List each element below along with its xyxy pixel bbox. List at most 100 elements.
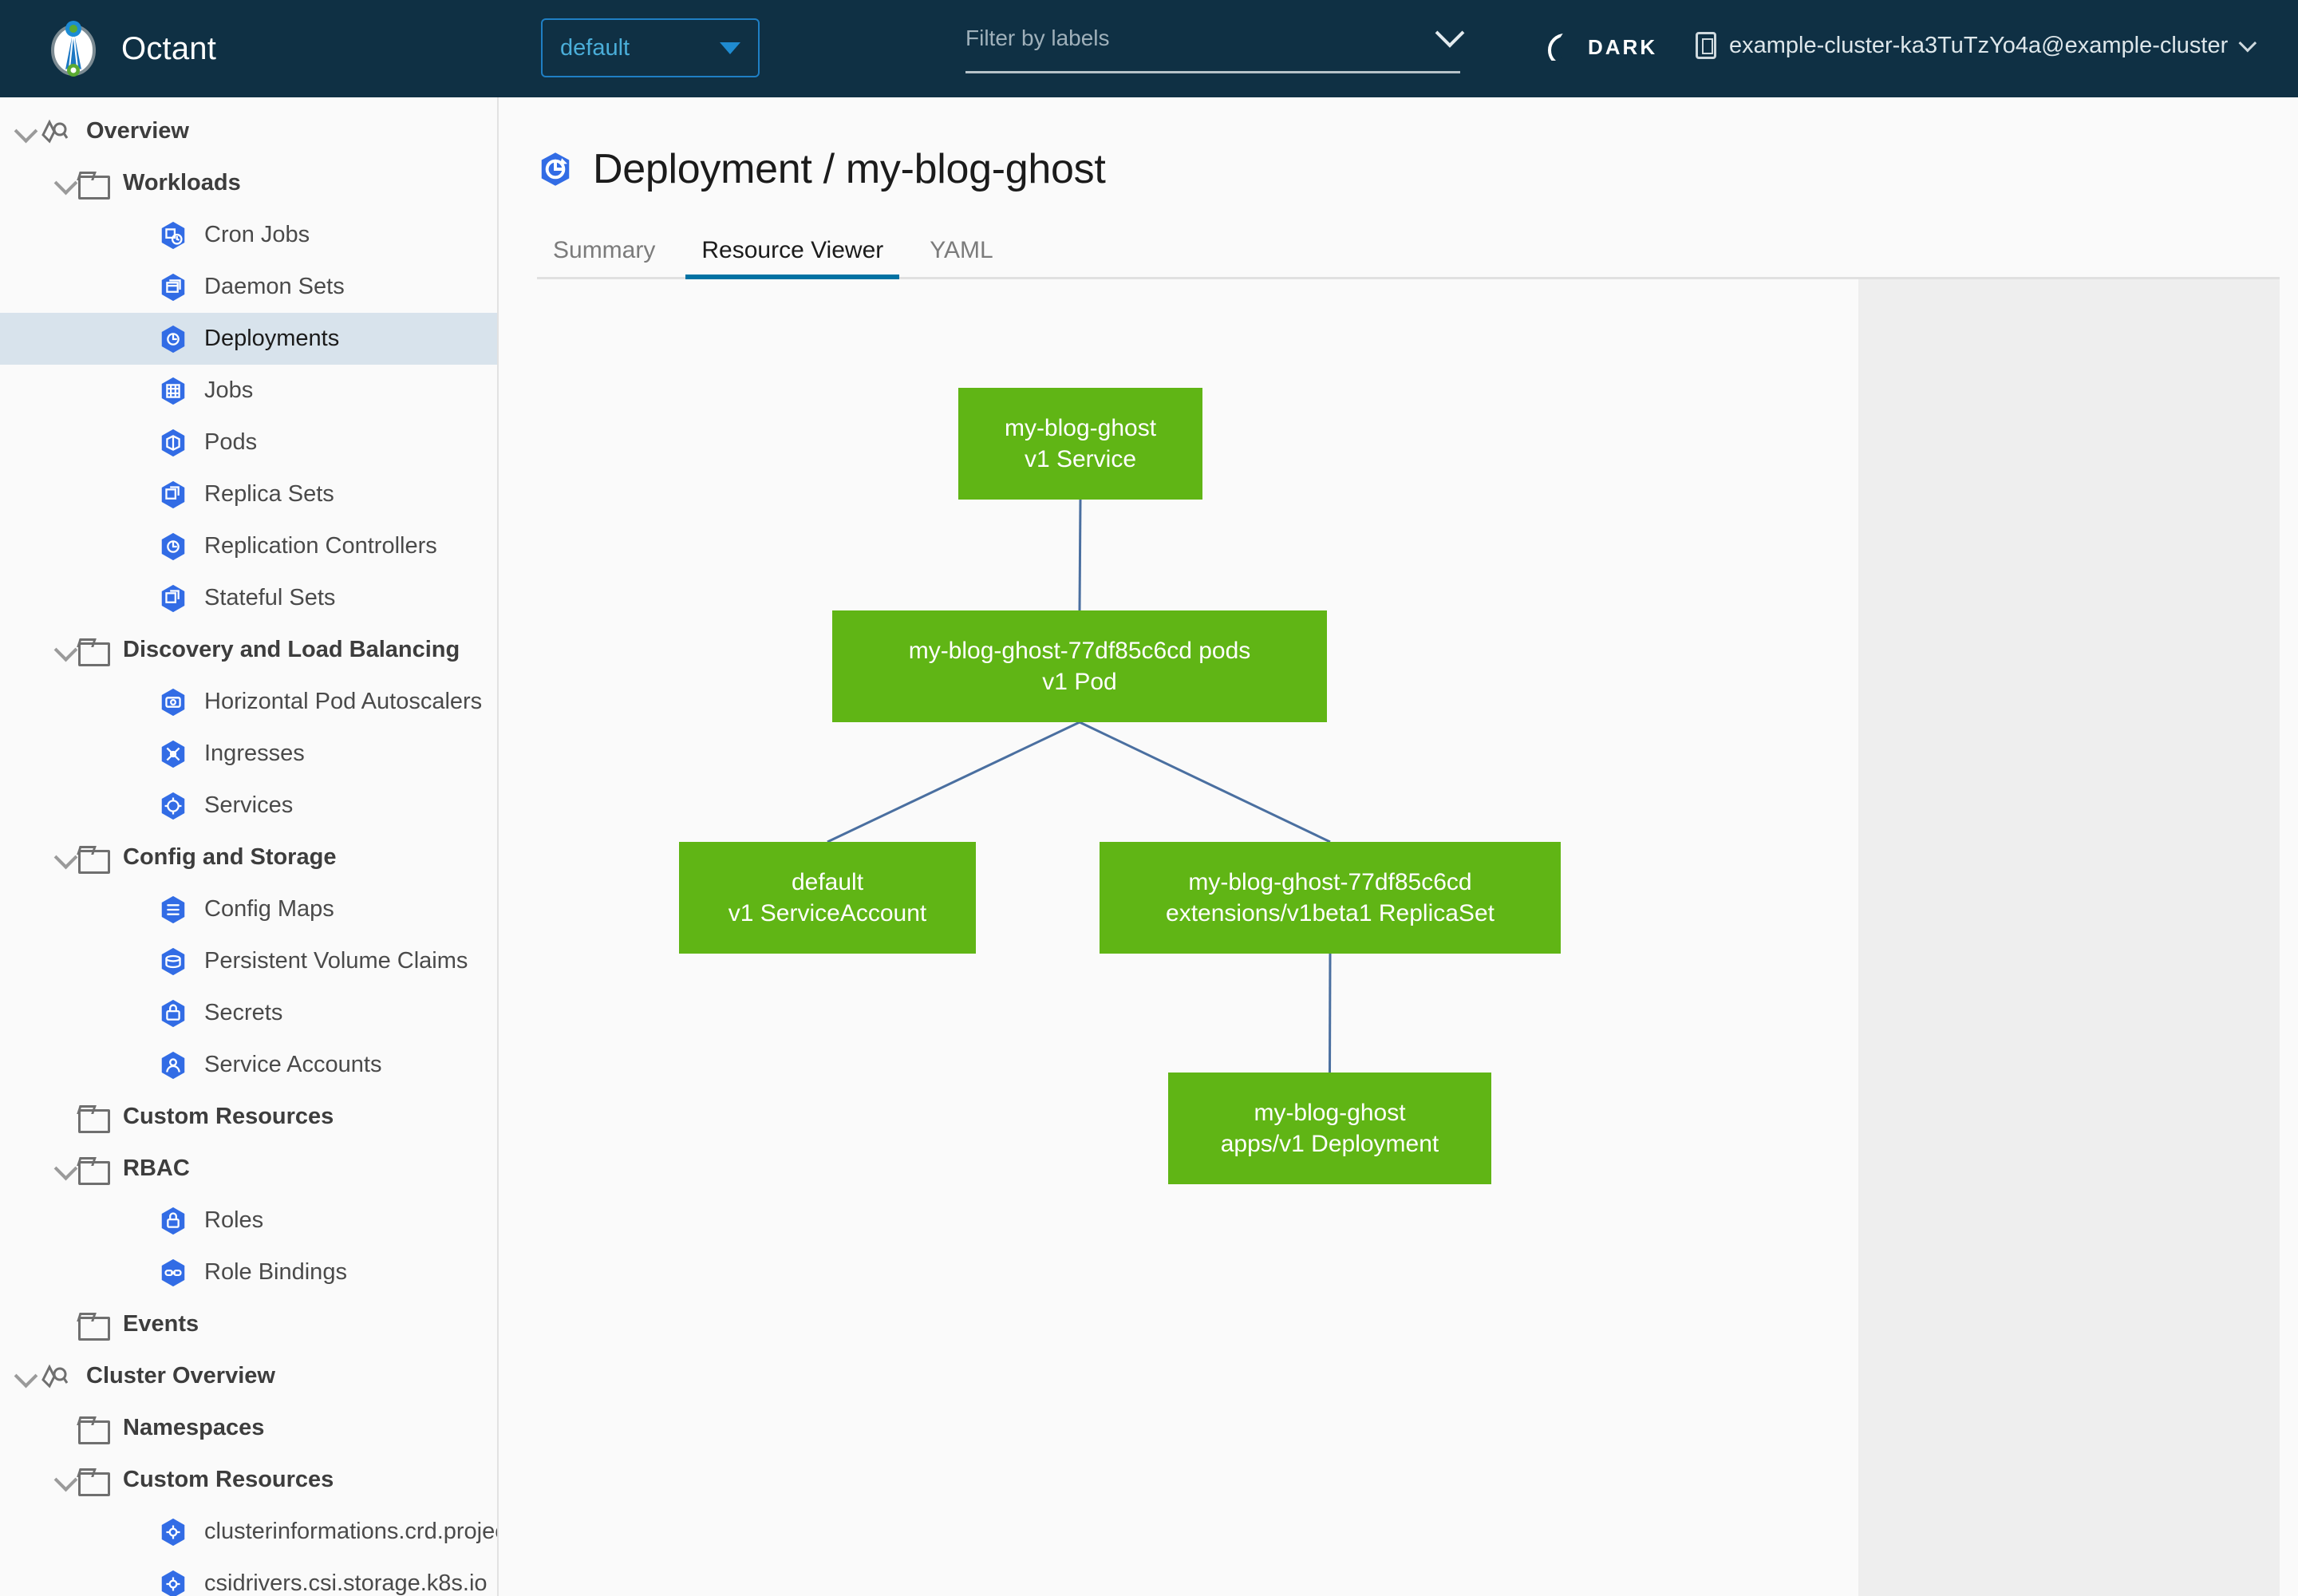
sidebar-item-service-accounts[interactable]: Service Accounts: [0, 1039, 497, 1091]
folder-icon: [78, 172, 110, 200]
sidebar-item-role-bindings[interactable]: Role Bindings: [0, 1246, 497, 1298]
main-content: Deployment / my-blog-ghost Summary Resour…: [499, 97, 2298, 1596]
namespace-select[interactable]: default: [541, 18, 760, 77]
sidebar-item-label: Pods: [204, 429, 258, 455]
sidebar-item-overview[interactable]: Overview: [0, 105, 497, 157]
sidebar-item-label: Services: [204, 792, 294, 818]
chevron-spacer: [134, 1001, 158, 1025]
namespace-value: default: [560, 34, 630, 61]
sidebar-item-custom-resources[interactable]: Custom Resources: [0, 1091, 497, 1143]
chevron-spacer: [54, 1313, 78, 1337]
sidebar-item-daemon-sets[interactable]: Daemon Sets: [0, 261, 497, 313]
chevron-down-icon[interactable]: [14, 1365, 38, 1389]
sidebar-item-label: csidrivers.csi.storage.k8s.io: [204, 1570, 488, 1596]
sidebar-item-replica-sets[interactable]: Replica Sets: [0, 468, 497, 520]
sidebar-item-secrets[interactable]: Secrets: [0, 987, 497, 1039]
k8s-secret-icon: [161, 999, 185, 1027]
chevron-spacer: [134, 690, 158, 714]
folder-icon: [78, 1313, 110, 1341]
k8s-job-icon: [161, 377, 185, 405]
sidebar-item-ingresses[interactable]: Ingresses: [0, 728, 497, 780]
sidebar-item-label: Config and Storage: [123, 844, 337, 870]
folder-icon: [78, 1157, 110, 1185]
sidebar-item-jobs[interactable]: Jobs: [0, 365, 497, 417]
tab-resource-viewer[interactable]: Resource Viewer: [685, 237, 900, 279]
sidebar-item-cron-jobs[interactable]: Cron Jobs: [0, 209, 497, 261]
chevron-down-icon[interactable]: [54, 638, 78, 662]
chevron-spacer: [134, 794, 158, 818]
folder-icon-wrap: [78, 1313, 110, 1341]
sidebar-item-events[interactable]: Events: [0, 1298, 497, 1350]
sidebar-item-label: Events: [123, 1311, 199, 1337]
k8s-cronjob-icon: [161, 221, 185, 249]
k8s-crd-icon-wrap: [158, 1569, 188, 1596]
folder-icon: [78, 1416, 110, 1444]
brand[interactable]: Octant: [45, 20, 216, 77]
sidebar-item-namespaces[interactable]: Namespaces: [0, 1402, 497, 1454]
sidebar-item-stateful-sets[interactable]: Stateful Sets: [0, 572, 497, 624]
sidebar-item-label: Cron Jobs: [204, 222, 310, 247]
chevron-down-icon[interactable]: [54, 172, 78, 196]
k8s-serviceaccount-icon: [161, 1051, 185, 1079]
graph-node-dep[interactable]: my-blog-ghost apps/v1 Deployment: [1168, 1073, 1491, 1184]
sidebar-item-label: Custom Resources: [123, 1104, 334, 1129]
sidebar-item-services[interactable]: Services: [0, 780, 497, 832]
sidebar-item-custom-resources[interactable]: Custom Resources: [0, 1454, 497, 1506]
chevron-spacer: [134, 898, 158, 922]
tab-yaml[interactable]: YAML: [930, 237, 993, 263]
k8s-job-icon-wrap: [158, 376, 188, 406]
sidebar-item-csidrivers-csi-storage-k8s-io[interactable]: csidrivers.csi.storage.k8s.io: [0, 1558, 497, 1596]
chevron-spacer: [134, 950, 158, 974]
k8s-hpa-icon: [161, 688, 185, 716]
chevron-spacer: [134, 1520, 158, 1544]
tab-bar[interactable]: Summary Resource Viewer YAML: [537, 227, 2280, 279]
graph-node-name: my-blog-ghost: [1004, 415, 1157, 441]
sidebar-item-persistent-volume-claims[interactable]: Persistent Volume Claims: [0, 935, 497, 987]
label-filter-input[interactable]: Filter by labels: [965, 18, 1465, 73]
cluster-context-selector[interactable]: example-cluster-ka3TuTzYo4a@example-clus…: [1696, 32, 2257, 59]
sidebar-item-workloads[interactable]: Workloads: [0, 157, 497, 209]
overview-icon-wrap: [38, 1362, 70, 1391]
graph-node-kind: v1 ServiceAccount: [728, 900, 927, 926]
moon-icon: [1548, 34, 1575, 61]
page-title: Deployment / my-blog-ghost: [593, 146, 1106, 192]
sidebar-item-pods[interactable]: Pods: [0, 417, 497, 468]
sidebar-item-config-maps[interactable]: Config Maps: [0, 883, 497, 935]
chevron-down-icon[interactable]: [54, 1157, 78, 1181]
tab-summary[interactable]: Summary: [553, 237, 656, 263]
k8s-service-icon-wrap: [158, 791, 188, 821]
chevron-down-icon: [2238, 34, 2257, 53]
chevron-down-icon[interactable]: [1435, 18, 1465, 48]
k8s-replicaset-icon-wrap: [158, 480, 188, 510]
sidebar-item-deployments[interactable]: Deployments: [0, 313, 497, 365]
chevron-down-icon[interactable]: [54, 1468, 78, 1492]
k8s-pvc-icon: [161, 947, 185, 975]
graph-node-name: my-blog-ghost: [1254, 1100, 1406, 1126]
k8s-service-icon: [161, 792, 185, 820]
cluster-icon: [1696, 32, 1716, 59]
sidebar-item-cluster-overview[interactable]: Cluster Overview: [0, 1350, 497, 1402]
sidebar-item-rbac[interactable]: RBAC: [0, 1143, 497, 1195]
graph-node-kind: apps/v1 Deployment: [1220, 1131, 1439, 1157]
folder-icon-wrap: [78, 846, 110, 874]
sidebar-item-clusterinformations-crd-projec[interactable]: clusterinformations.crd.projec: [0, 1506, 497, 1558]
sidebar-item-label: clusterinformations.crd.projec: [204, 1519, 499, 1544]
chevron-down-icon[interactable]: [14, 120, 38, 144]
chevron-down-icon[interactable]: [54, 846, 78, 870]
sidebar-item-discovery-and-load-balancing[interactable]: Discovery and Load Balancing: [0, 624, 497, 676]
sidebar-item-roles[interactable]: Roles: [0, 1195, 497, 1246]
sidebar-item-horizontal-pod-autoscalers[interactable]: Horizontal Pod Autoscalers: [0, 676, 497, 728]
sidebar-item-replication-controllers[interactable]: Replication Controllers: [0, 520, 497, 572]
folder-icon-wrap: [78, 172, 110, 200]
sidebar-item-label: Deployments: [204, 326, 340, 351]
sidebar-item-config-and-storage[interactable]: Config and Storage: [0, 832, 497, 883]
k8s-statefulset-icon-wrap: [158, 583, 188, 614]
theme-toggle-button[interactable]: DARK: [1548, 34, 1657, 61]
